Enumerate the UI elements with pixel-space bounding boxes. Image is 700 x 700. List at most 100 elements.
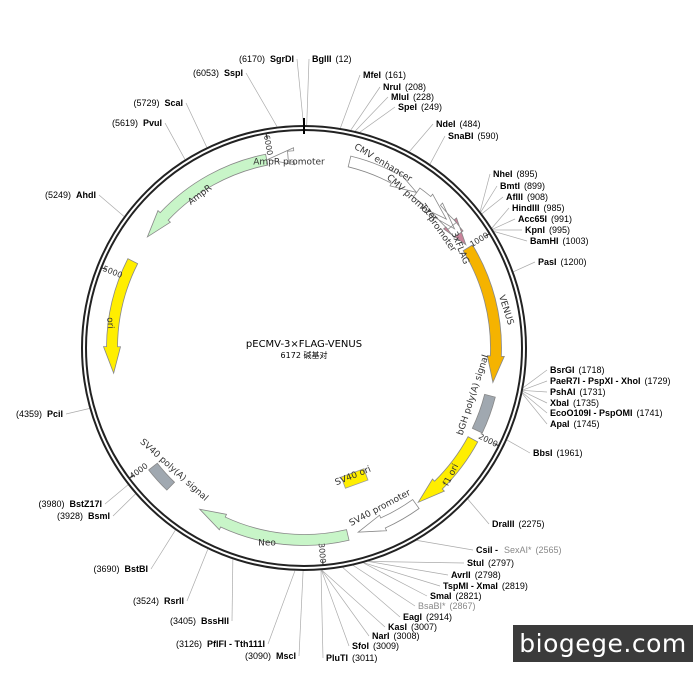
- site-label: NheI (895): [493, 169, 538, 179]
- site-position: (1718): [579, 365, 605, 375]
- site-label: SmaI(2821): [430, 591, 482, 601]
- site-leader-line: [479, 173, 491, 212]
- site-name: MscI: [276, 651, 296, 661]
- site-leader-line: [185, 102, 208, 148]
- tick-label: 1000: [468, 231, 490, 249]
- site-name: BmtI: [500, 181, 520, 191]
- site-label: TspMI - XmaI(2819): [443, 581, 528, 591]
- site-leader-line: [112, 493, 136, 517]
- feature-cmv-enhancer: [347, 155, 418, 194]
- site-position: (985): [544, 203, 565, 213]
- site-label: (3524) RsrII: [133, 596, 184, 606]
- site-leader-line: [506, 439, 531, 454]
- site-name: RsrII: [164, 596, 184, 606]
- tick-label: 3000: [317, 543, 328, 564]
- site-position: (2867): [450, 601, 476, 611]
- site-label: NdeI(484): [436, 119, 481, 129]
- feature-3xflag: [442, 217, 467, 246]
- site-label: ApaI(1745): [550, 419, 600, 429]
- site-leader-line: [98, 194, 125, 217]
- site-label: (3980) BstZ17I: [38, 499, 102, 509]
- site-label: SfoI (3009): [352, 641, 399, 651]
- tick-mark: [494, 443, 500, 447]
- site-leader-line: [513, 261, 536, 273]
- site-label: (6053)SspI: [193, 68, 243, 78]
- site-label: (3090)MscI: [245, 651, 296, 661]
- site-leader-line: [363, 562, 428, 597]
- site-name: PshAI: [550, 387, 576, 397]
- site-name: BamHI: [530, 236, 559, 246]
- tick-mark: [265, 133, 268, 139]
- feature-t7-promoter: [430, 202, 458, 230]
- site-position: (3008): [394, 631, 420, 641]
- site-position: (161): [385, 70, 406, 80]
- site-label: PasI (1200): [538, 257, 587, 267]
- site-name: BstBI: [124, 564, 148, 574]
- site-name: BbsI: [533, 448, 553, 458]
- site-name: BglII: [312, 54, 332, 64]
- site-name: BstZ17I: [69, 499, 102, 509]
- feature-bgh-poly-a-signal: [471, 393, 496, 434]
- site-label: EagI(2914): [403, 612, 452, 622]
- site-leader-line: [321, 570, 370, 637]
- site-name: AflII: [506, 192, 523, 202]
- plasmid-size: 6172 碱基对: [281, 350, 328, 360]
- site-position: (991): [551, 214, 572, 224]
- site-leader-line: [523, 369, 548, 388]
- site-label: MfeI (161): [363, 70, 406, 80]
- site-leader-line: [231, 559, 234, 622]
- site-leader-line: [186, 549, 209, 602]
- site-name: PaeR7I - PspXI - XhoI: [550, 376, 641, 386]
- site-leader-line: [321, 570, 350, 647]
- site-position: (3009): [373, 641, 399, 651]
- plasmid-name: pECMV-3×FLAG-VENUS: [246, 339, 362, 350]
- site-position: (590): [478, 131, 499, 141]
- site-leader-line: [306, 58, 310, 126]
- site-position: (4359): [16, 409, 42, 419]
- site-position: (208): [405, 82, 426, 92]
- site-name: EcoO109I - PspOMI: [550, 408, 633, 418]
- site-position: (1961): [557, 448, 583, 458]
- site-label: PluTI(3011): [326, 653, 377, 663]
- site-position: (2275): [519, 519, 545, 529]
- site-leader-line: [298, 570, 304, 657]
- site-leader-line: [150, 529, 176, 570]
- site-label: (3126)PflFI - Tth111I: [176, 639, 265, 649]
- site-position: (1729): [645, 376, 671, 386]
- site-name: MfeI: [363, 70, 381, 80]
- site-name: BsrGI: [550, 365, 575, 375]
- site-position: (2821): [456, 591, 482, 601]
- site-position: (908): [527, 192, 548, 202]
- site-leader-line: [340, 74, 361, 129]
- site-leader-line: [522, 380, 548, 391]
- site-position: (3126): [176, 639, 202, 649]
- site-position: (2819): [502, 581, 528, 591]
- site-label: (3690)BstBI: [93, 564, 148, 574]
- site-leader-line: [350, 86, 381, 131]
- site-label: EcoO109I - PspOMI(1741): [550, 408, 663, 418]
- site-position: (1200): [561, 257, 587, 267]
- site-name: PasI: [538, 257, 557, 267]
- site-name: AvrII: [451, 570, 471, 580]
- site-name: SfoI: [352, 641, 369, 651]
- site-position: (2797): [488, 558, 514, 568]
- site-label: (4359)PciI: [16, 409, 63, 419]
- site-name: BsmI: [88, 511, 110, 521]
- site-position: (3980): [38, 499, 64, 509]
- feature-label: ori: [104, 317, 115, 329]
- site-label: (3405)BssHII: [170, 616, 229, 626]
- site-leader-line: [65, 408, 90, 415]
- site-position: (6053): [193, 68, 219, 78]
- site-label: SpeI(249): [398, 102, 442, 112]
- site-position: (1731): [580, 387, 606, 397]
- site-position: (5249): [45, 190, 71, 200]
- site-leader-line: [363, 562, 441, 587]
- site-position: (3524): [133, 596, 159, 606]
- site-label: Acc65I(991): [518, 214, 572, 224]
- site-position: (2914): [426, 612, 452, 622]
- site-position: (484): [460, 119, 481, 129]
- site-position: (895): [517, 169, 538, 179]
- site-position: (2565): [536, 545, 562, 555]
- site-name: NheI: [493, 169, 513, 179]
- site-label: (5249)AhdI: [45, 190, 96, 200]
